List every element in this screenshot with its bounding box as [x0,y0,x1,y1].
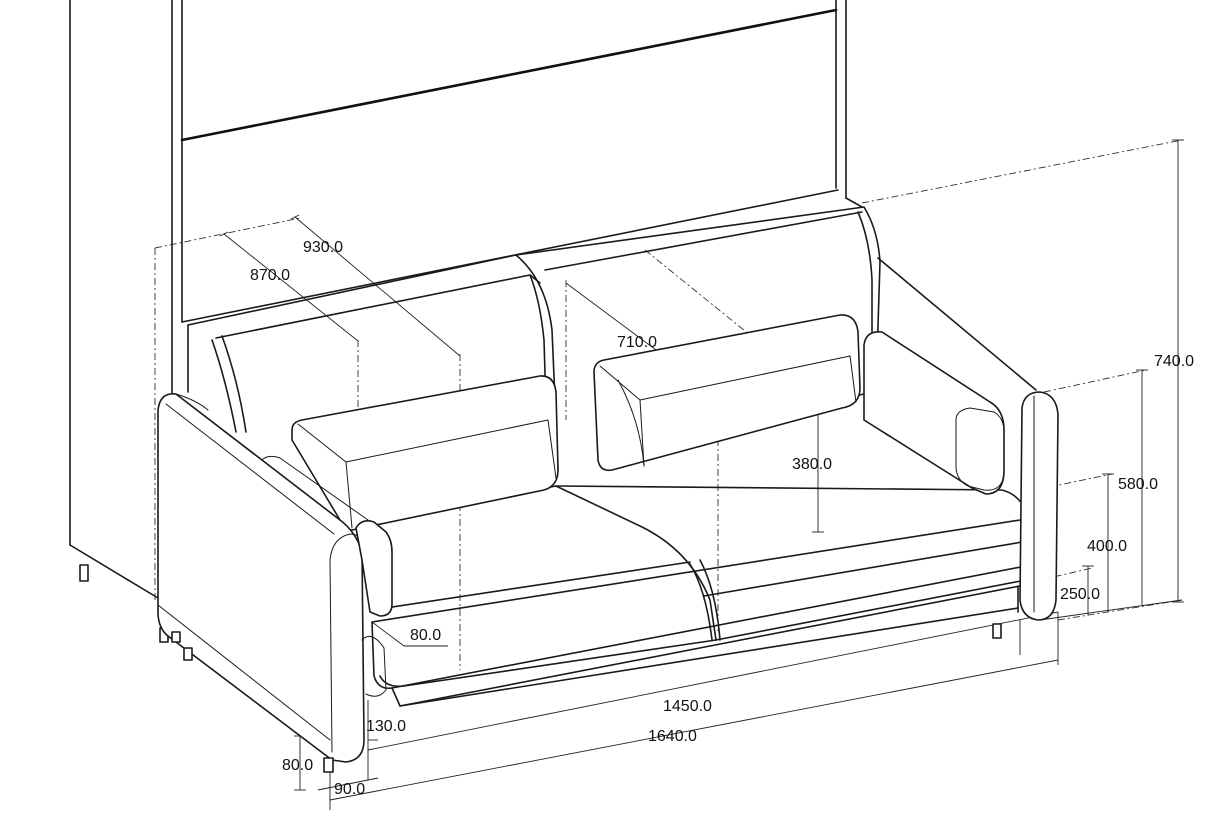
dim-cushion-depth: 710.0 [617,334,657,351]
dim-base-height: 250.0 [1060,586,1100,603]
seat-cushions [369,485,1037,688]
dim-leg-height: 80.0 [282,757,313,774]
dim-back-height: 380.0 [792,456,832,473]
dim-arm-height: 580.0 [1118,476,1158,493]
dimension-labels: 930.0 870.0 710.0 380.0 740.0 580.0 400.… [250,239,1194,798]
sofa-base [371,519,1040,707]
sofa-backrest [187,206,881,476]
dim-outer-width: 1640.0 [648,728,697,745]
back-cushion-right [593,314,861,472]
armrest-right [863,257,1059,621]
dim-leg-offset: 90.0 [334,781,365,798]
dim-side-gap: 80.0 [410,627,441,644]
dim-seat-depth-inner: 870.0 [250,267,290,284]
wall-cabinet [69,0,863,643]
dim-seat-depth-outer: 930.0 [303,239,343,256]
dim-inner-width: 1450.0 [663,698,712,715]
back-cushion-left [291,375,559,532]
dim-leg-clearance: 130.0 [366,718,406,735]
dim-total-height: 740.0 [1154,353,1194,370]
dim-seat-height: 400.0 [1087,538,1127,555]
armrest-left [157,393,393,773]
